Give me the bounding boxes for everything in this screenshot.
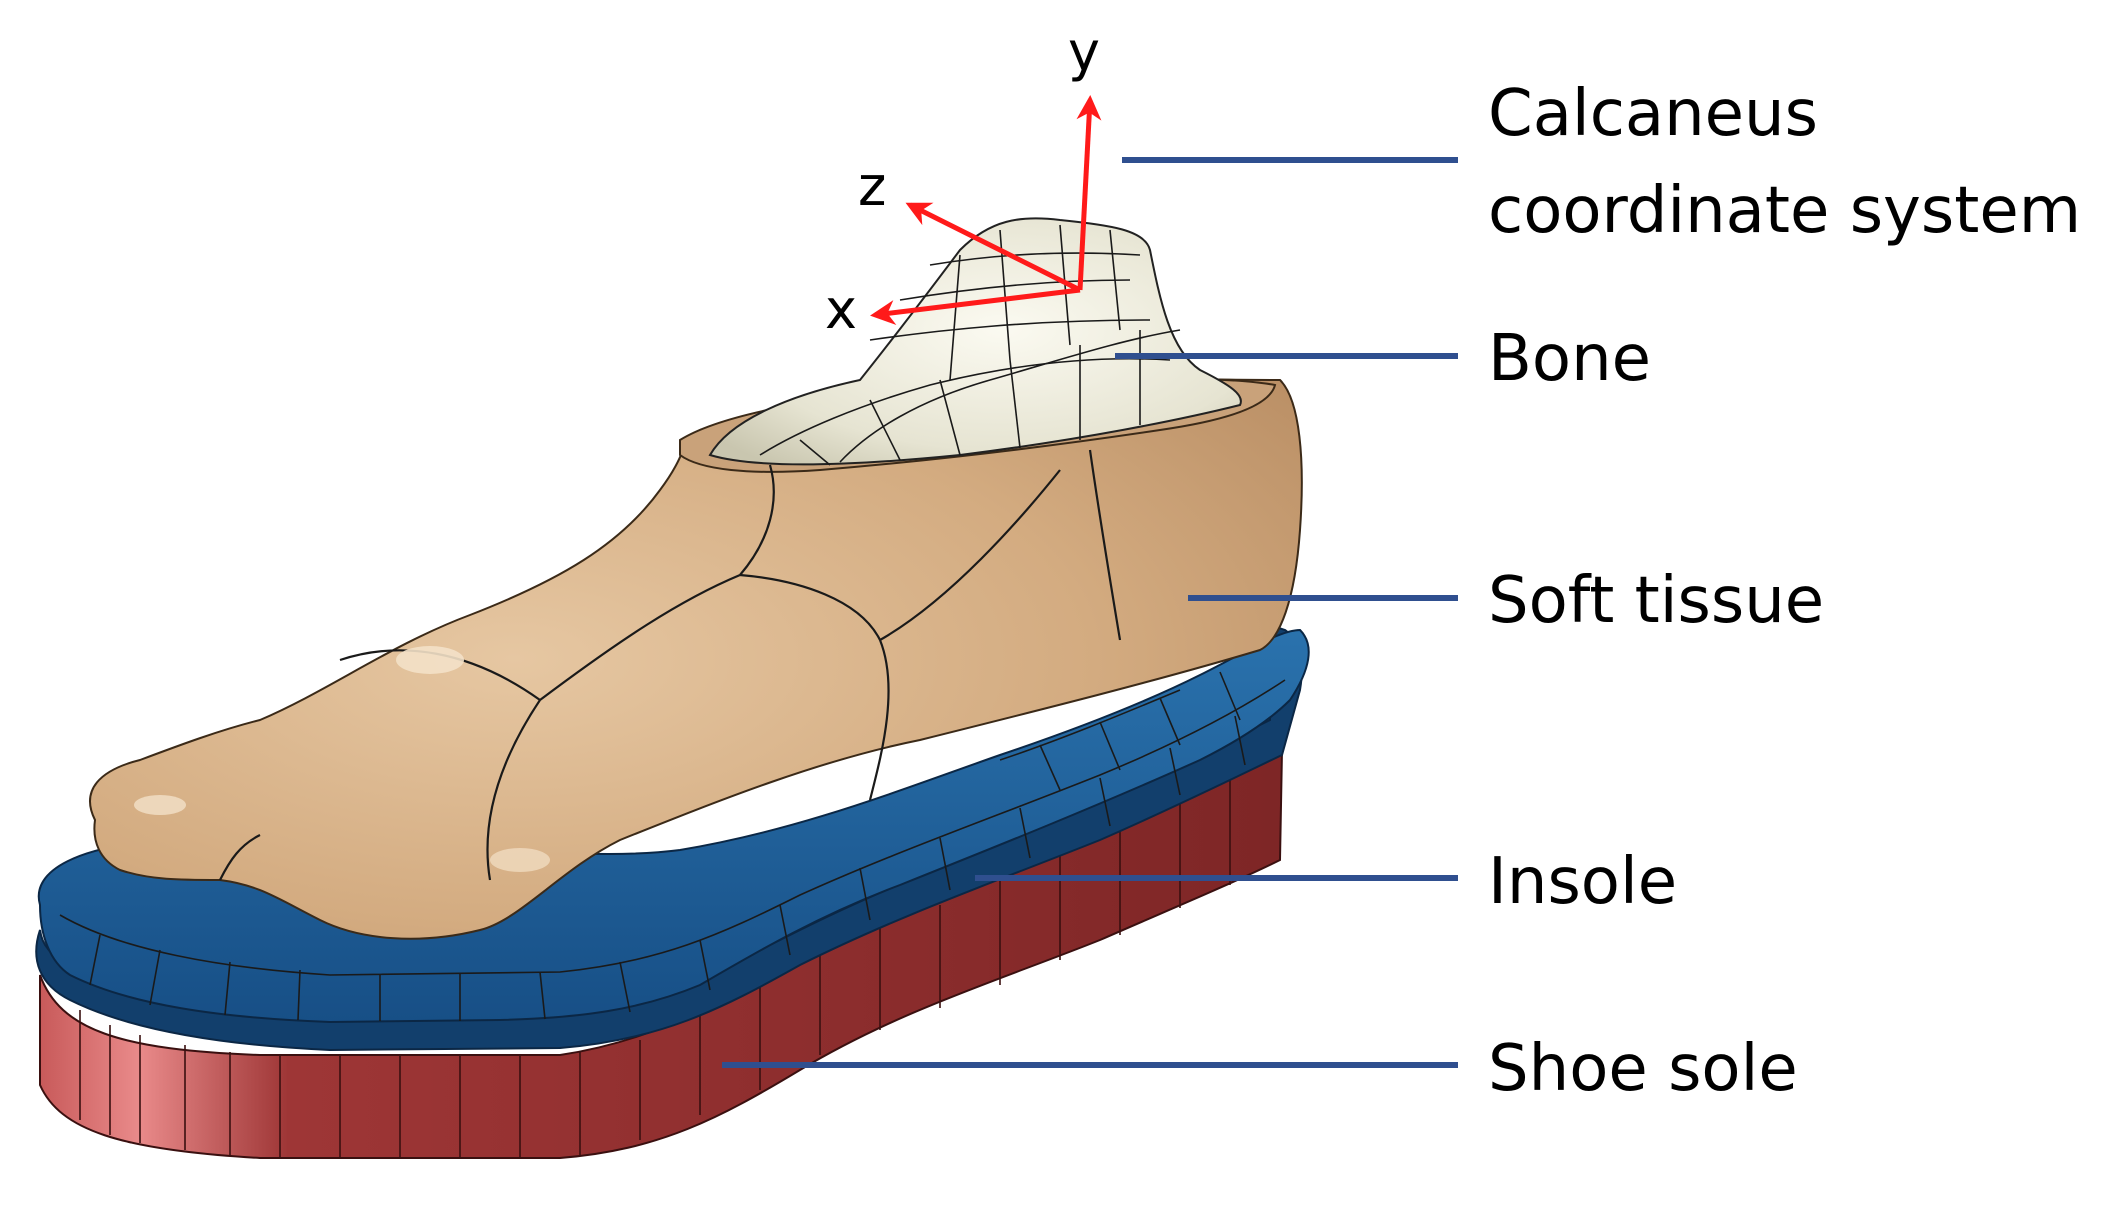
label-insole: Insole xyxy=(1488,845,1677,919)
y-axis-arrow xyxy=(1076,95,1102,291)
y-axis-label: y xyxy=(1068,20,1100,83)
label-shoe-sole: Shoe sole xyxy=(1488,1032,1798,1106)
label-bone: Bone xyxy=(1488,322,1651,396)
label-soft-tissue: Soft tissue xyxy=(1488,564,1824,638)
x-axis-arrow xyxy=(870,287,1081,325)
z-axis-arrow xyxy=(905,202,1082,293)
bone-shape xyxy=(708,217,1242,466)
leader-lines xyxy=(722,157,1458,1068)
label-calcaneus-line2: coordinate system xyxy=(1488,174,2081,248)
label-calcaneus-line1: Calcaneus xyxy=(1488,77,1818,151)
calcaneus-coordinate-axes: y z x xyxy=(825,20,1102,341)
z-axis-label: z xyxy=(858,155,886,218)
x-axis-label: x xyxy=(825,278,857,341)
